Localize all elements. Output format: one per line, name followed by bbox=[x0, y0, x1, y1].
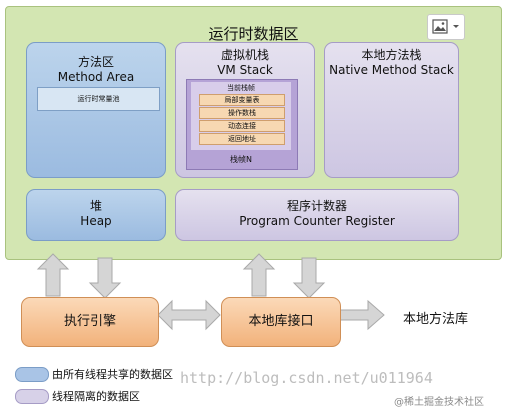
native-stack-en: Native Method Stack bbox=[329, 63, 454, 77]
legend-isolated: 线程隔离的数据区 bbox=[52, 390, 140, 403]
native-library-interface: 本地库接口 bbox=[221, 297, 341, 347]
stack-frame-n: 栈帧N bbox=[230, 155, 252, 164]
watermark-url: http://blog.csdn.net/u011964 bbox=[180, 369, 433, 387]
native-method-library: 本地方法库 bbox=[403, 312, 469, 327]
arrow-interface-to-area bbox=[242, 253, 276, 297]
legend-swatch-isolated bbox=[15, 389, 49, 404]
heap-en: Heap bbox=[80, 214, 112, 228]
watermark-site: @稀土掘金技术社区 bbox=[394, 397, 484, 408]
arrow-engine-to-area bbox=[36, 253, 70, 297]
frame-item-return-address: 返回地址 bbox=[199, 133, 285, 145]
native-stack-zh: 本地方法栈 bbox=[361, 48, 422, 62]
arrow-area-to-engine bbox=[88, 257, 122, 299]
chevron-down-icon bbox=[453, 25, 459, 28]
pc-register-en: Program Counter Register bbox=[239, 214, 395, 228]
current-frame-title: 当前栈帧 bbox=[227, 84, 255, 92]
arrow-engine-interface bbox=[157, 299, 221, 331]
legend-shared: 由所有线程共享的数据区 bbox=[52, 368, 173, 381]
runtime-constant-pool: 运行时常量池 bbox=[37, 87, 160, 111]
execution-engine: 执行引擎 bbox=[21, 297, 159, 347]
frame-item-dynamic-link: 动态连接 bbox=[199, 120, 285, 132]
vm-stack-en: VM Stack bbox=[217, 63, 273, 77]
frame-item-operand-stack: 操作数栈 bbox=[199, 107, 285, 119]
legend-swatch-shared bbox=[15, 367, 49, 382]
runtime-area-title: 运行时数据区 bbox=[208, 25, 299, 43]
program-counter-register: 程序计数器 Program Counter Register bbox=[175, 189, 459, 241]
arrow-interface-to-library bbox=[339, 299, 385, 331]
vm-stack-zh: 虚拟机栈 bbox=[220, 48, 269, 62]
image-menu-button[interactable] bbox=[427, 14, 465, 40]
method-area-en: Method Area bbox=[57, 70, 135, 84]
pc-register-zh: 程序计数器 bbox=[286, 199, 347, 213]
frame-item-locals: 局部变量表 bbox=[199, 94, 285, 106]
heap-zh: 堆 bbox=[89, 199, 102, 213]
image-icon bbox=[432, 19, 459, 34]
heap: 堆 Heap bbox=[26, 189, 166, 241]
native-method-stack: 本地方法栈 Native Method Stack bbox=[324, 42, 459, 178]
method-area-zh: 方法区 bbox=[77, 55, 114, 69]
arrow-area-to-interface bbox=[292, 257, 326, 299]
current-frame: 当前栈帧 局部变量表 操作数栈 动态连接 返回地址 bbox=[191, 82, 291, 150]
